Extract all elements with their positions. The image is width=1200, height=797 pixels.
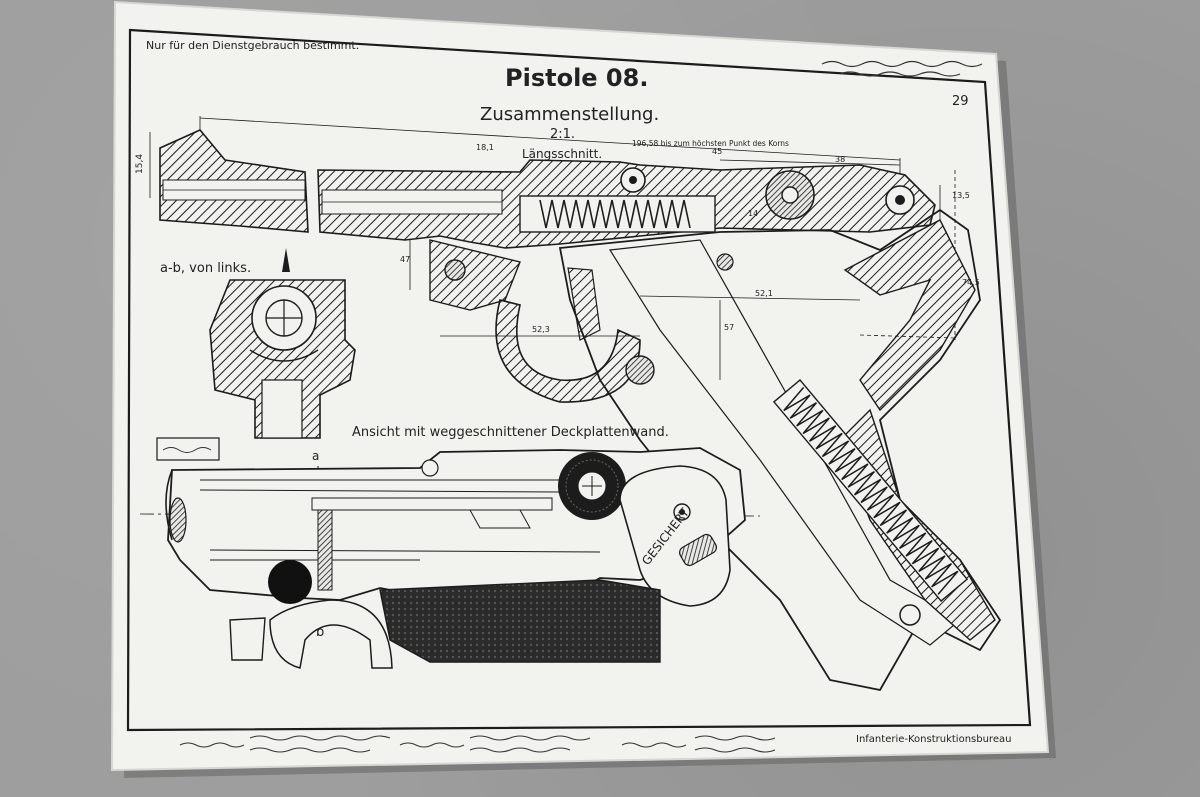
footer-approvals: [179, 735, 776, 753]
approval-signature-top: [821, 60, 983, 77]
dim-47: 47: [400, 255, 410, 264]
dim-74-5: 74,5: [962, 278, 980, 287]
drawing-frame: [126, 28, 1032, 732]
cutaway-label: Ansicht mit weggeschnittener Deckplatten…: [352, 425, 669, 440]
dim-18-1: 18,1: [476, 143, 494, 152]
section-label: Längsschnitt.: [522, 147, 602, 161]
drawing-scale: 2:1.: [550, 127, 575, 142]
dimension-note: 196,58 bis zum höchsten Punkt des Korns: [632, 139, 789, 148]
dim-52-1: 52,1: [755, 289, 773, 298]
end-view-a-b: [209, 248, 356, 439]
drawing-subtitle: Zusammenstellung.: [480, 104, 659, 125]
dim-57: 57: [724, 323, 734, 332]
dim-14: 14: [748, 209, 758, 218]
cutaway-view: a b GESICHERT: [139, 437, 761, 669]
drawing-title: Pistole 08.: [505, 64, 648, 92]
dim-15-4: 15,4: [135, 154, 145, 174]
view-label: a-b, von links.: [160, 261, 251, 276]
dim-38: 38: [835, 155, 845, 164]
dim-13-5: 13,5: [952, 191, 970, 200]
section-mark-a: a: [312, 449, 319, 463]
dim-52-3: 52,3: [532, 325, 550, 334]
longitudinal-section: 15,4 18,1 45 38 13,5 74,5 52,3 52,1 57 4…: [135, 116, 1002, 692]
sheet-number: 29: [952, 94, 969, 109]
restriction-note: Nur für den Dienstgebrauch bestimmt.: [146, 39, 359, 52]
section-mark-b: b: [316, 625, 324, 640]
office-name: Infanterie-Konstruktionsbureau: [856, 734, 1011, 745]
dim-45: 45: [712, 147, 722, 156]
